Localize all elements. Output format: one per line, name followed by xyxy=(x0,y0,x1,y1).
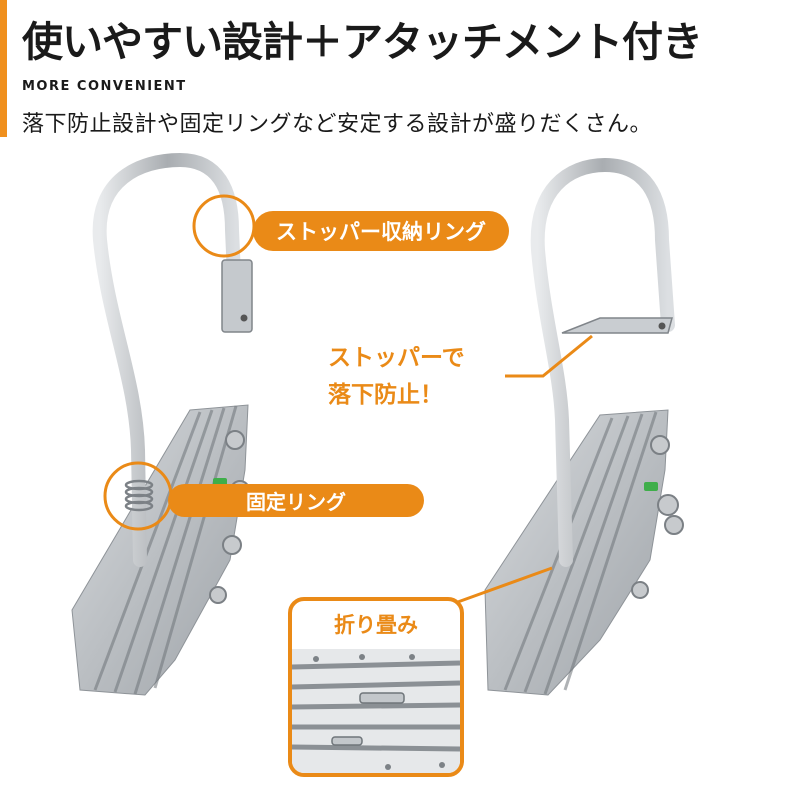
right-ladder xyxy=(454,157,684,696)
folded-ladder-image xyxy=(292,649,460,773)
left-ladder xyxy=(71,152,262,696)
page-description: 落下防止設計や固定リングなど安定する設計が盛りだくさん。 xyxy=(22,112,653,137)
header-accent-bar xyxy=(0,0,7,137)
folding-callout-box: 折り畳み xyxy=(288,597,464,777)
fall-prevention-line2: 落下防止！ xyxy=(328,382,443,408)
left-ladder-steps xyxy=(71,404,249,696)
fold-leader-line xyxy=(454,566,553,605)
fall-prevention-line1: ストッパーで xyxy=(328,345,465,371)
folding-label: 折り畳み xyxy=(334,613,418,637)
stopper-plate xyxy=(221,259,253,333)
fall-prevention-label: ストッパーで 落下防止！ xyxy=(328,340,465,414)
fixing-ring-coil xyxy=(124,479,154,512)
page-subtitle: MORE CONVENIENT xyxy=(22,79,187,94)
stopper-storage-ring-label: ストッパー収納リング xyxy=(253,211,509,251)
page-title: 使いやすい設計＋アタッチメント付き xyxy=(22,18,703,66)
right-handrail xyxy=(530,157,675,567)
stopper-leader-line xyxy=(505,334,593,378)
ladder-product-illustration xyxy=(71,152,684,696)
left-handrail xyxy=(92,152,243,567)
fixing-ring-label: 固定リング xyxy=(168,484,424,517)
right-stopper-plate xyxy=(561,317,673,334)
